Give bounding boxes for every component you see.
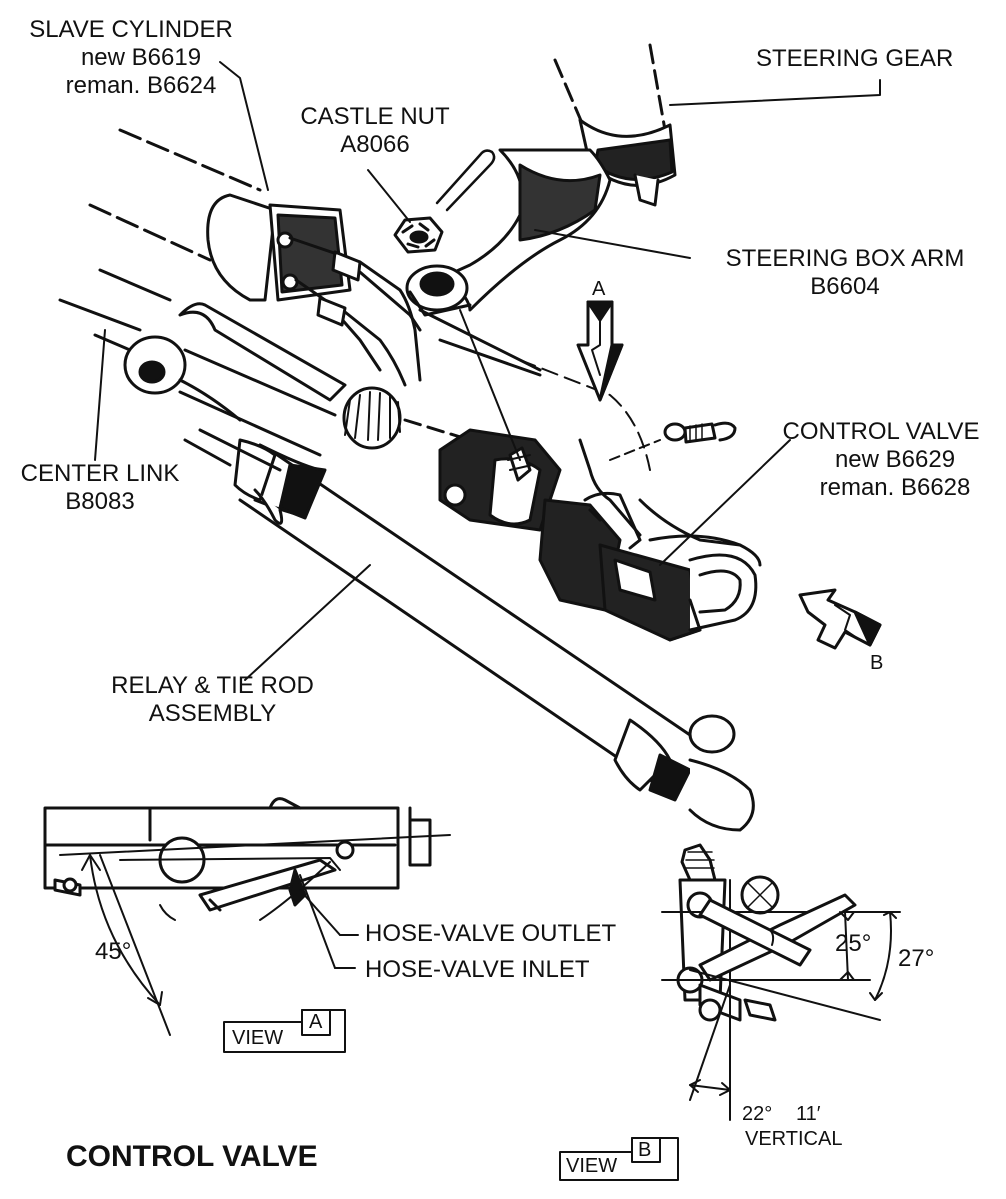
view-b-arrow [798, 588, 882, 650]
steering-gear-label: STEERING GEAR [756, 45, 954, 72]
steering-gear-leader [669, 79, 881, 106]
castle-nut-title: CASTLE NUT [300, 103, 450, 130]
steering-box-arm-leader [534, 229, 691, 259]
view-a-letter: A [309, 1011, 323, 1033]
view-b-letter: B [638, 1139, 652, 1161]
relay-tie-rod-line2: ASSEMBLY [148, 700, 277, 727]
footer-title: CONTROL VALVE [66, 1140, 318, 1173]
center-link-leader [94, 329, 106, 461]
slave-cylinder-label: SLAVE CYLINDER new B6619 reman. B6624 [10, 16, 252, 100]
control-valve-leader [659, 439, 791, 566]
view-a-inset [43, 797, 451, 1036]
castle-nut-leader [367, 169, 411, 223]
angle-22-label: 22° [742, 1103, 773, 1125]
slave-cylinder [88, 128, 422, 387]
vertical-label: VERTICAL [745, 1128, 843, 1150]
view-a-arrow [576, 300, 624, 402]
steering-box-arm-title: STEERING BOX ARM [725, 245, 965, 272]
slave-cylinder-new-part: new B6619 [80, 44, 202, 71]
control-valve-title: CONTROL VALVE [782, 418, 980, 445]
angle-45-label: 45° [95, 938, 132, 965]
control-valve-body [438, 428, 762, 642]
slave-cylinder-reman-part: reman. B6624 [65, 72, 217, 99]
castle-nut-part: A8066 [340, 131, 410, 158]
angle-27-label: 27° [898, 945, 935, 972]
castle-nut [393, 216, 444, 254]
control-valve-label: CONTROL VALVE new B6629 reman. B6628 [760, 418, 1002, 502]
assembly-leaders [459, 309, 661, 471]
view-b-box-frame [559, 1137, 679, 1181]
slave-cylinder-leader [219, 61, 269, 191]
view-b-word: VIEW [566, 1155, 618, 1177]
steering-box-arm-part: B6604 [810, 273, 880, 300]
arrow-b-label: B [870, 652, 884, 674]
hose-inlet-label: HOSE-VALVE INLET [365, 956, 590, 983]
cotter-pin [435, 149, 496, 212]
relay-tie-rod-label: RELAY & TIE ROD ASSEMBLY [90, 672, 335, 728]
slave-cylinder-title: SLAVE CYLINDER [29, 16, 233, 43]
mounting-screw [663, 421, 737, 444]
view-a-box-frame [223, 1009, 346, 1053]
view-b-inset [661, 843, 901, 1121]
hose-outlet-label: HOSE-VALVE OUTLET [365, 920, 617, 947]
arrow-a-label: A [592, 278, 606, 300]
view-a-word: VIEW [232, 1027, 284, 1049]
relay-tie-rod-leader [244, 564, 371, 681]
control-valve-reman-part: reman. B6628 [819, 474, 971, 501]
relay-tie-rod-line1: RELAY & TIE ROD [111, 672, 314, 699]
angle-25-label: 25° [835, 930, 872, 957]
center-link [58, 298, 472, 457]
control-valve-new-part: new B6629 [834, 446, 956, 473]
center-link-title: CENTER LINK [20, 460, 180, 487]
steering-box-arm-label: STEERING BOX ARM B6604 [700, 245, 990, 301]
relay-tie-rod [183, 428, 755, 832]
center-link-label: CENTER LINK B8083 [5, 460, 195, 516]
angle-11-label: 11′ [796, 1103, 821, 1125]
castle-nut-label: CASTLE NUT A8066 [285, 103, 465, 159]
steering-box-arm [405, 148, 612, 317]
center-link-part: B8083 [65, 488, 135, 515]
